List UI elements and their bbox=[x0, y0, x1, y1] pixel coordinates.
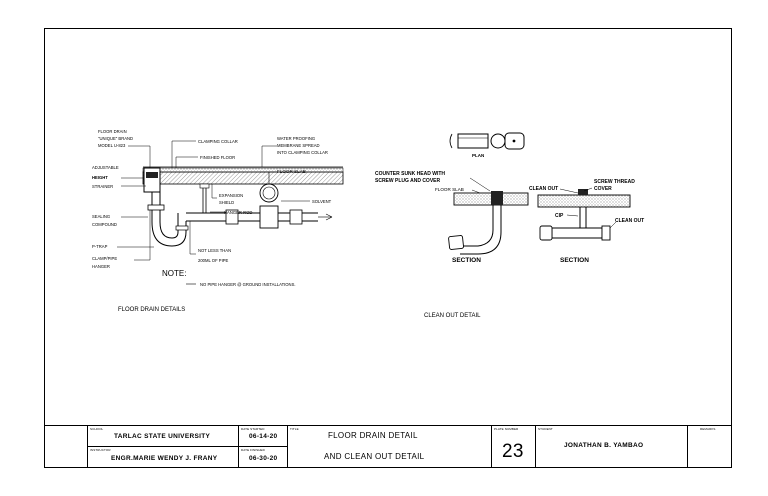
label-model: MODEL U-823 bbox=[98, 143, 126, 148]
label-clean-out-a: CLEAN OUT bbox=[529, 186, 558, 192]
plan-cleanout-cap bbox=[490, 133, 506, 149]
right-screw-cover bbox=[578, 189, 588, 195]
label-floor-drain: FLOOR DRAIN bbox=[98, 129, 127, 134]
label-clamp-2: HANGER bbox=[92, 264, 110, 269]
label-section-left: SECTION bbox=[452, 257, 481, 264]
plate-number-cell: PLATE NUMBER 23 bbox=[492, 426, 536, 468]
label-clamp-1: CLAMP/PIPE bbox=[92, 256, 117, 261]
student-label: STUDENT bbox=[538, 427, 553, 431]
left-elbow-pipe bbox=[460, 205, 494, 247]
title-block: SCHOOL TARLAC STATE UNIVERSITY INSTRUCTO… bbox=[44, 425, 732, 468]
note-text: NO PIPE HANGER @ GROUND INSTALLATIONS. bbox=[200, 282, 296, 287]
label-solvent: SOLVENT bbox=[312, 199, 332, 204]
label-screw-thread-1: SCREW THREAD bbox=[594, 179, 635, 185]
label-cip: CIP bbox=[555, 213, 564, 219]
plate-number: 23 bbox=[502, 441, 524, 462]
label-height: HEIGHT bbox=[92, 175, 108, 180]
student-name: JONATHAN B. YAMBAO bbox=[564, 442, 644, 449]
instructor-label: INSTRUCTOR bbox=[90, 448, 111, 452]
label-p-trap: P-TRAP bbox=[92, 244, 108, 249]
right-cleanout-plug bbox=[601, 225, 611, 241]
label-waterproofing-1: WATER PROOFING bbox=[277, 136, 315, 141]
label-hanger-rod: HANGER ROD bbox=[224, 210, 252, 215]
title-cell: TITLE FLOOR DRAIN DETAIL AND CLEAN OUT D… bbox=[288, 426, 492, 468]
label-screw-thread-2: COVER bbox=[594, 186, 612, 192]
school-label: SCHOOL bbox=[90, 427, 104, 431]
date-finished-cell: DATE FINISHED 06-30-20 bbox=[239, 447, 288, 468]
label-waterproofing-3: INTO CLAMPING COLLAR bbox=[277, 150, 328, 155]
clean-out-title: CLEAN OUT DETAIL bbox=[424, 313, 481, 319]
date-started: 06-14-20 bbox=[249, 433, 278, 440]
school-name: TARLAC STATE UNIVERSITY bbox=[114, 433, 211, 440]
label-plan: PLAN bbox=[472, 153, 484, 158]
floor-slab-section bbox=[142, 171, 344, 185]
date-finished-label: DATE FINISHED bbox=[241, 448, 265, 452]
student-cell: STUDENT JONATHAN B. YAMBAO bbox=[536, 426, 688, 468]
pipe-clamp bbox=[147, 204, 165, 211]
label-section-right: SECTION bbox=[560, 257, 589, 264]
date-started-cell: DATE STARTED 06-14-20 bbox=[239, 426, 288, 447]
label-brand: "UNIQUE" BRAND bbox=[98, 136, 133, 141]
remarks-label: REMARKS bbox=[700, 427, 716, 431]
title-line-1: FLOOR DRAIN DETAIL bbox=[328, 431, 418, 440]
label-countersunk-2: SCREW PLUG AND COVER bbox=[375, 178, 440, 184]
label-sealing-2: COMPOUND bbox=[92, 222, 117, 227]
note-title: NOTE: bbox=[162, 269, 186, 278]
label-clean-out-b: CLEAN OUT bbox=[615, 218, 644, 224]
p-trap bbox=[151, 221, 187, 247]
label-waterproofing-2: MEMBRANE SPREAD bbox=[277, 143, 320, 148]
instructor-name: ENGR.MARIE WENDY J. FRANY bbox=[111, 455, 218, 462]
label-not-less-2: 200ML OF PIPE bbox=[198, 258, 229, 263]
floor-drain-body bbox=[143, 167, 161, 193]
label-countersunk-1: COUNTER SUNK HEAD WITH bbox=[375, 171, 445, 177]
remarks-cell: REMARKS bbox=[688, 426, 731, 468]
label-expansion-2: SHIELD bbox=[219, 200, 234, 205]
school-cell: SCHOOL TARLAC STATE UNIVERSITY bbox=[87, 426, 239, 447]
floor-drain-title: FLOOR DRAIN DETAILS bbox=[118, 307, 185, 313]
instructor-cell: INSTRUCTOR ENGR.MARIE WENDY J. FRANY bbox=[87, 447, 239, 468]
floor-drain-diagram: FLOOR DRAIN "UNIQUE" BRAND MODEL U-823 C… bbox=[92, 129, 344, 313]
plan-pipe bbox=[457, 133, 489, 149]
date-finished: 06-30-20 bbox=[249, 455, 278, 462]
finished-floor-layer bbox=[142, 167, 344, 173]
title-line-2: AND CLEAN OUT DETAIL bbox=[324, 452, 425, 461]
label-sealing-1: SEALING bbox=[92, 214, 110, 219]
left-countersunk-plug bbox=[491, 191, 503, 205]
right-horizontal-pipe bbox=[551, 227, 603, 239]
drawing-sheet-border bbox=[44, 28, 732, 468]
title-label: TITLE bbox=[290, 427, 299, 431]
label-not-less-1: NOT LESS THAN bbox=[198, 248, 231, 253]
label-finished-floor: FINISHED FLOOR bbox=[200, 155, 235, 160]
label-adjustable: ADJUSTABLE bbox=[92, 165, 119, 170]
label-floor-slab-co: FLOOR SLAB bbox=[435, 187, 464, 192]
label-strainer: STRAINER bbox=[92, 184, 113, 189]
date-started-label: DATE STARTED bbox=[241, 427, 265, 431]
clean-out-diagram: PLAN SECTION SECTION COUNTER SUNK HEAD W… bbox=[375, 132, 644, 319]
right-floor-slab bbox=[537, 194, 631, 208]
drain-strainer bbox=[146, 172, 158, 178]
label-floor-slab: FLOOR SLAB bbox=[277, 169, 306, 174]
pipe-tee bbox=[259, 205, 279, 229]
label-expansion-1: EXPANSION bbox=[219, 193, 243, 198]
label-clamping-collar: CLAMPING COLLAR bbox=[198, 139, 238, 144]
plate-number-label: PLATE NUMBER bbox=[494, 427, 519, 431]
